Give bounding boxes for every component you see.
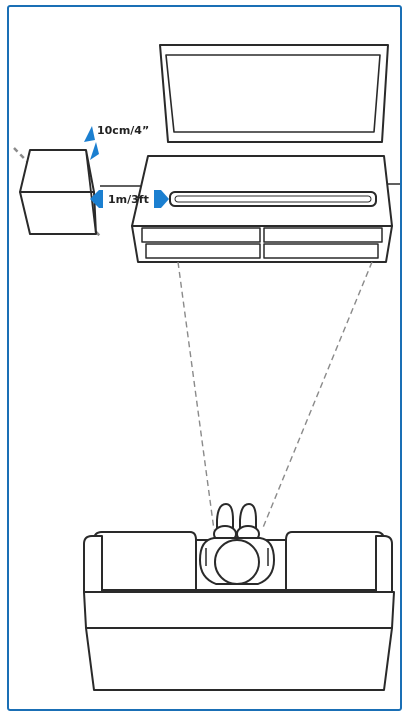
soundbar-inner — [174, 195, 372, 203]
wall-gap-arrows-icon — [84, 126, 99, 160]
subwoofer — [19, 149, 97, 235]
listening-line-right — [261, 261, 373, 531]
right-arrow-icon — [154, 190, 169, 208]
listener — [199, 503, 275, 585]
tv-cabinet — [131, 155, 393, 263]
wall-gap-label: 10cm/4” — [97, 124, 149, 137]
left-arrow-icon — [90, 190, 103, 208]
tv — [159, 44, 389, 143]
listening-line-left — [177, 261, 215, 531]
sub-distance-label: 1m/3ft — [108, 193, 149, 206]
soundbar — [169, 191, 377, 207]
